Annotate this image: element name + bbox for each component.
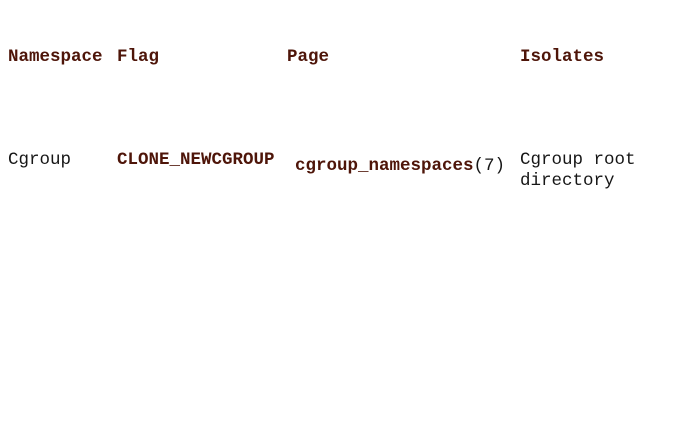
header-page: Page: [287, 47, 330, 68]
isolates-line: Cgroup root: [520, 150, 636, 171]
header-flag: Flag: [117, 47, 160, 68]
manpage-section: (7): [473, 156, 506, 177]
page-cell: cgroup_namespaces(7): [287, 150, 691, 434]
flag-cell: CLONE_NEWCGROUP: [117, 150, 275, 171]
table-row: Cgroup CLONE_NEWCGROUP cgroup_namespaces…: [8, 150, 691, 434]
header-isolates: Isolates: [520, 47, 605, 68]
isolates-line: directory: [520, 170, 615, 191]
table-header-row: Namespace Flag Page Isolates: [8, 47, 691, 68]
manpage-name: cgroup_namespaces: [295, 156, 474, 177]
namespace-cell: Cgroup: [8, 150, 72, 171]
table-body: Cgroup CLONE_NEWCGROUP cgroup_namespaces…: [8, 109, 691, 434]
header-namespace: Namespace: [8, 47, 103, 68]
